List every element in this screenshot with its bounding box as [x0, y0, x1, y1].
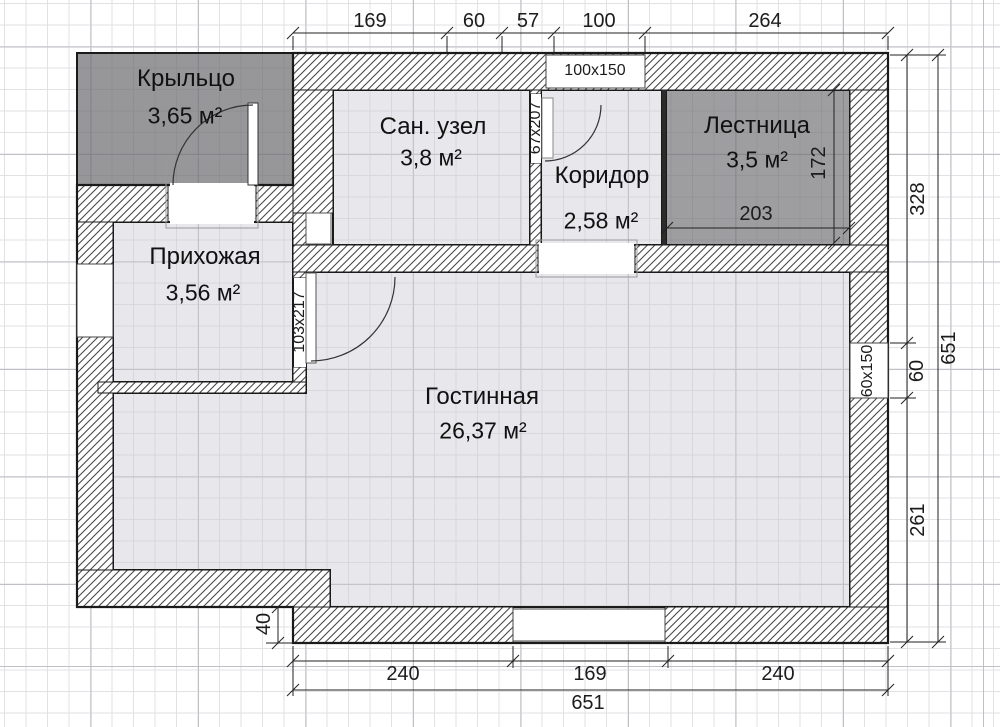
openings: [76, 54, 889, 642]
dim-top-169: 169: [353, 10, 387, 32]
living-area: 26,37 м²: [439, 417, 527, 444]
hallway-door-opening: [294, 278, 306, 367]
wall-bottom-b: [664, 606, 889, 644]
hallway-area: 3,56 м²: [165, 279, 241, 306]
dim-right-261: 261: [907, 503, 929, 537]
wall-right-upper: [849, 89, 889, 344]
dim-top-264: 264: [748, 10, 782, 32]
dim-stairs-203: 203: [739, 203, 773, 225]
hallway-door-size-label: 103x217: [291, 291, 308, 353]
dim-bottom-169: 169: [573, 663, 607, 685]
wall-left-lower: [76, 336, 114, 571]
dim-bottom-240b: 240: [761, 663, 795, 685]
dim-right-total: 651: [938, 331, 960, 365]
top-window: [545, 54, 646, 89]
hallway-door-leaf: [305, 272, 317, 364]
top-window-size-label: 100x150: [564, 62, 626, 79]
hallway-door-arc: [310, 276, 396, 362]
dim-bottom-240a: 240: [386, 663, 420, 685]
corridor-stairs-divider: [662, 90, 666, 245]
bathroom-floor: [332, 89, 531, 246]
bathroom-door-opening: [531, 94, 541, 163]
bathroom-door-leaf: [541, 97, 554, 159]
wall-bathroom-door-bottom: [529, 162, 542, 246]
porch-area: 3,65 м²: [147, 102, 223, 129]
wall-mid-a: [292, 244, 539, 273]
wall-hallway-bottom: [97, 381, 307, 394]
corridor-name: Коридор: [554, 162, 650, 189]
porch-door-leaf: [247, 102, 259, 186]
bathroom-niche: [305, 212, 332, 245]
bathroom-door-arc: [544, 104, 602, 162]
dim-right-60: 60: [906, 359, 928, 383]
porch-floor: [76, 52, 296, 186]
porch-name: Крыльцо: [137, 65, 235, 92]
stairs-floor: [665, 89, 851, 246]
dimension-lines: [266, 26, 946, 697]
bathroom-area: 3,8 м²: [400, 144, 462, 171]
porch-door-frame: [165, 156, 259, 229]
wall-porch-right: [255, 184, 296, 223]
hallway-floor: [112, 221, 294, 383]
wall-bottom-left: [76, 569, 331, 608]
dim-right-328: 328: [907, 182, 929, 216]
dim-stairs-172: 172: [808, 146, 830, 180]
porch-door-opening: [170, 183, 254, 224]
living-name: Гостинная: [425, 383, 539, 410]
wall-niche-side: [292, 212, 307, 246]
stairs-area: 3,5 м²: [726, 146, 788, 173]
dim-top-100: 100: [582, 10, 616, 32]
corridor-passage-frame: [535, 239, 638, 278]
wall-bathroom-door-top: [529, 89, 542, 95]
wall-mid-b: [634, 244, 889, 273]
porch-door-arc: [172, 104, 254, 186]
bathroom-name: Сан. узел: [379, 113, 487, 140]
bathroom-door-size-label: 67x207: [527, 101, 544, 155]
dim-bottom-total: 651: [571, 692, 605, 714]
right-window: [849, 342, 889, 399]
dim-top-57: 57: [516, 10, 540, 32]
wall-porch-left: [76, 184, 169, 223]
wall-hallway-door-top: [292, 271, 307, 279]
corridor-passage: [539, 243, 634, 274]
dim-top-60: 60: [462, 10, 486, 32]
hallway-name: Прихожая: [149, 243, 261, 270]
right-window-size-label: 60x150: [859, 344, 876, 398]
corridor-area: 2,58 м²: [563, 207, 639, 234]
dim-step-40: 40: [253, 612, 275, 636]
doors: [165, 94, 602, 367]
wall-left-upper: [76, 221, 114, 265]
wall-bottom-a: [292, 606, 514, 644]
wall-bathroom-left: [292, 89, 334, 214]
stairs-name: Лестница: [704, 112, 810, 139]
bottom-window: [512, 608, 666, 642]
left-window: [76, 263, 114, 338]
wall-right-lower: [849, 397, 889, 644]
walls: [76, 52, 889, 644]
